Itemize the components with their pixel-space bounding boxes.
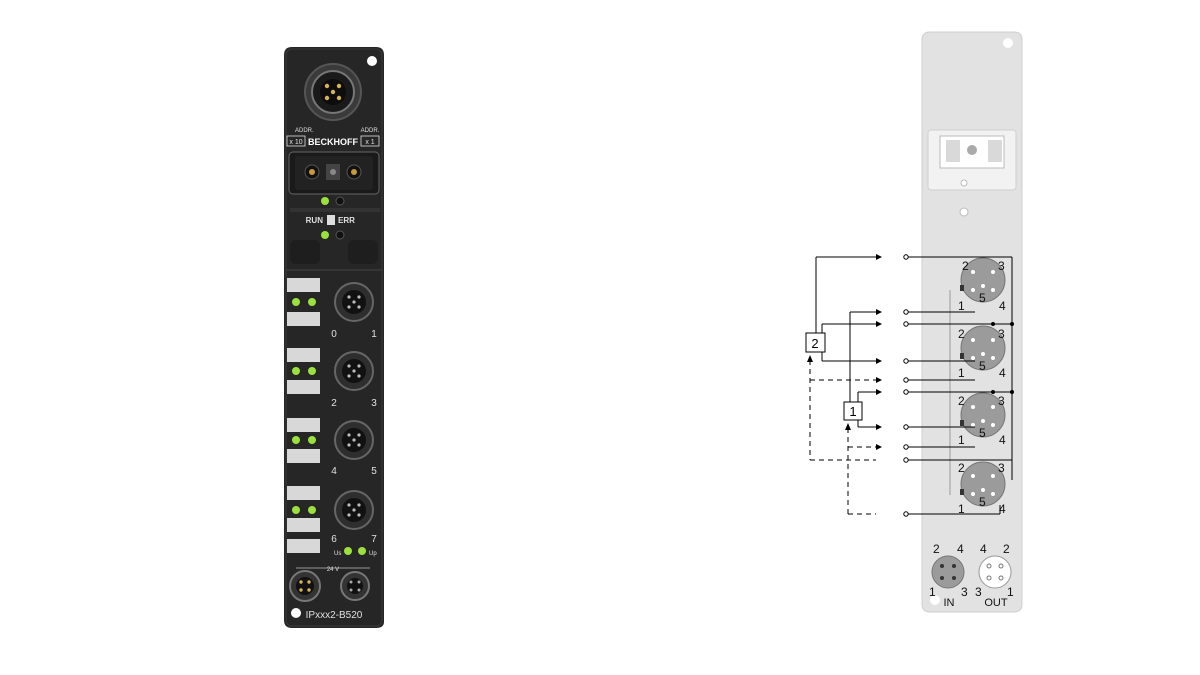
logic-box-1-label: 1	[849, 404, 856, 419]
in-pin-2: 2	[933, 542, 940, 556]
top-connector	[304, 63, 362, 121]
mounting-hole-top	[367, 56, 377, 66]
channel-label-6: 6	[331, 534, 337, 545]
out-pin-2: 2	[1003, 542, 1010, 556]
connector-0-pin-4: 4	[999, 299, 1006, 313]
power-us-label: Us	[334, 551, 341, 557]
connector-1-pin-4: 4	[999, 366, 1006, 380]
power-voltage-label: 24 V	[327, 567, 339, 573]
channel-label-1: 1	[371, 329, 377, 340]
out-pin-1: 1	[1007, 585, 1014, 599]
connector-2: 2 3 5 1 4	[958, 392, 1006, 447]
addr-left-label: ADDR.	[295, 128, 314, 134]
connector-0: 2 3 5 1 4	[958, 257, 1006, 313]
connector-1: 2 3 5 1 4	[958, 325, 1006, 380]
status-led-1	[321, 197, 329, 205]
channel-group-2-3	[287, 348, 374, 394]
connector-3-pin-4: 4	[999, 502, 1006, 516]
channel-group-4-5	[287, 418, 374, 463]
in-pin-1: 1	[929, 585, 936, 599]
rotary-switch-tens[interactable]	[309, 169, 315, 175]
channel-label-7: 7	[371, 534, 377, 545]
connector-1-pin-2: 2	[958, 327, 965, 341]
connector-2-pin-2: 2	[958, 394, 965, 408]
status-err-label: ERR	[338, 216, 355, 225]
addr-left-value: x 10	[289, 139, 302, 146]
power-led-us	[344, 547, 352, 555]
power-out-connector-schematic: 4 2 3 1 OUT	[975, 542, 1014, 609]
channel-group-6-7	[287, 486, 374, 553]
power-in-connector	[289, 570, 321, 602]
out-pin-3: 3	[975, 585, 982, 599]
connector-0-pin-5: 5	[979, 291, 986, 305]
wiring-schematic: 2 3 5 1 4 2 3 5 1 4 2 3 5 1 4	[805, 31, 1023, 613]
logic-box-1	[843, 401, 863, 421]
rotary-switch-ones[interactable]	[351, 169, 357, 175]
addr-right-label: ADDR.	[361, 128, 380, 134]
connector-3: 2 3 5 1 4	[958, 461, 1006, 516]
power-in-connector-schematic: 2 4 1 3 IN	[929, 542, 968, 609]
connector-1-pin-5: 5	[979, 359, 986, 373]
in-pin-4: 4	[957, 542, 964, 556]
channel-label-4: 4	[331, 466, 337, 477]
power-out-connector	[340, 571, 370, 601]
junction-dots	[991, 322, 1014, 394]
connector-0-pin-2: 2	[962, 259, 969, 273]
address-switch-window	[288, 151, 380, 195]
channel-label-5: 5	[371, 466, 377, 477]
terminals	[903, 254, 909, 517]
connector-2-pin-3: 3	[998, 394, 1005, 408]
channel-label-3: 3	[371, 398, 377, 409]
in-label: IN	[944, 597, 955, 609]
connector-0-pin-1: 1	[958, 299, 965, 313]
connector-3-pin-2: 2	[958, 461, 965, 475]
wiring-lines	[815, 256, 1012, 515]
model-label: IPxxx2-B520	[306, 610, 363, 621]
channel-group-0-1	[287, 278, 374, 326]
arrowheads	[807, 254, 882, 450]
logic-box-2-label: 2	[811, 336, 818, 351]
mounting-hole-bottom	[291, 608, 301, 618]
channel-label-0: 0	[331, 329, 337, 340]
connector-3-pin-5: 5	[979, 495, 986, 509]
logic-box-2	[805, 332, 826, 353]
out-label: OUT	[984, 597, 1008, 609]
connector-1-pin-1: 1	[958, 366, 965, 380]
dashed-wiring-lines	[809, 360, 876, 515]
in-pin-3: 3	[961, 585, 968, 599]
out-pin-4: 4	[980, 542, 987, 556]
connector-1-pin-3: 3	[998, 327, 1005, 341]
status-led-2	[321, 231, 329, 239]
status-run-label: RUN	[306, 216, 324, 225]
channel-label-2: 2	[331, 398, 337, 409]
connector-2-pin-1: 1	[958, 433, 965, 447]
power-up-label: Up	[369, 551, 377, 557]
addr-right-value: x 1	[365, 139, 374, 146]
connector-3-pin-1: 1	[958, 502, 965, 516]
connector-2-pin-5: 5	[979, 426, 986, 440]
connector-3-pin-3: 3	[998, 461, 1005, 475]
connector-2-pin-4: 4	[999, 433, 1006, 447]
connector-0-pin-3: 3	[998, 259, 1005, 273]
device-module: ADDR. x 10 BECKHOFF ADDR. x 1 RUN ERR	[284, 47, 384, 628]
power-led-up	[358, 547, 366, 555]
brand-logo: BECKHOFF	[308, 137, 358, 147]
